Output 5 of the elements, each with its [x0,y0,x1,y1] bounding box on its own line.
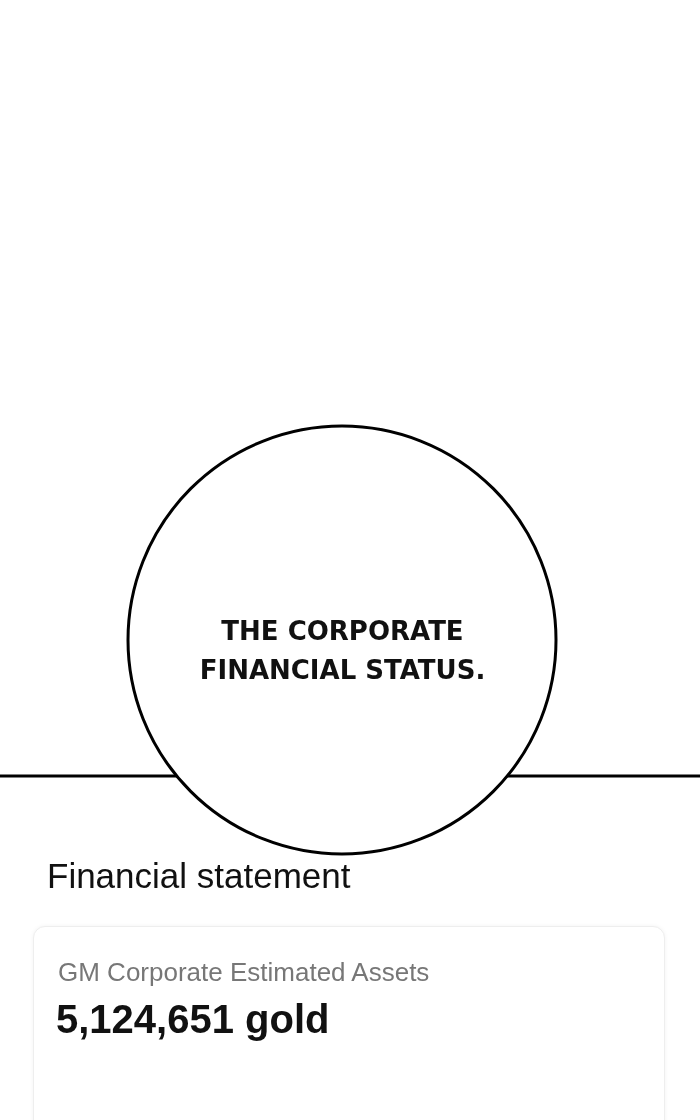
section-heading: Financial statement [47,856,351,896]
speech-text: THE CORPORATE FINANCIAL STATUS. [198,615,487,687]
asset-label: GM Corporate Estimated Assets [58,957,430,988]
speech-bubble [126,424,558,856]
asset-value: 5,124,651 gold [56,997,330,1042]
